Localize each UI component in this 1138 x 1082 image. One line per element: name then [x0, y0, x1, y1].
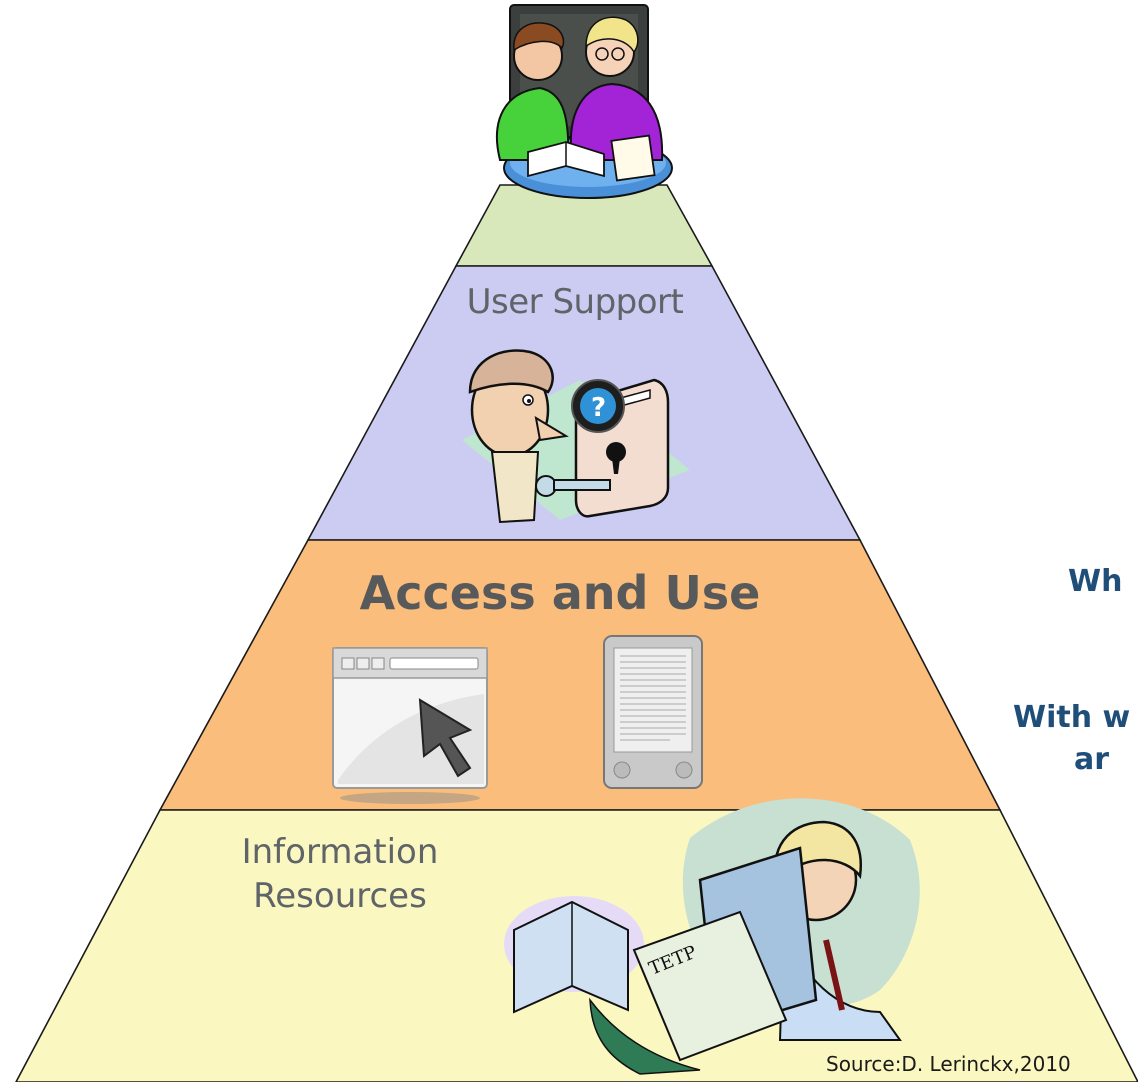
students-studying-icon [495, 4, 673, 199]
side-text-line3: ar [1074, 742, 1110, 777]
librarian-with-books-icon: TETP [504, 798, 920, 1075]
ebook-reader-icon [603, 635, 703, 789]
layer-label-information-line2: Resources [253, 876, 427, 916]
layer-label-access-and-use: Access and Use [359, 566, 761, 620]
side-text-line2: With w [1013, 700, 1131, 735]
browser-window-cursor-icon [332, 647, 488, 804]
side-text-line1: Wh [1068, 564, 1123, 599]
layer-label-user-support: User Support [466, 282, 684, 322]
layer-label-information-resources: Information Resources [210, 830, 470, 918]
layer-label-information-line1: Information [241, 832, 439, 872]
svg-text:?: ? [591, 393, 606, 423]
man-with-key-door-icon: ? [462, 349, 690, 524]
source-citation: Source:D. Lerinckx,2010 [826, 1052, 1071, 1076]
